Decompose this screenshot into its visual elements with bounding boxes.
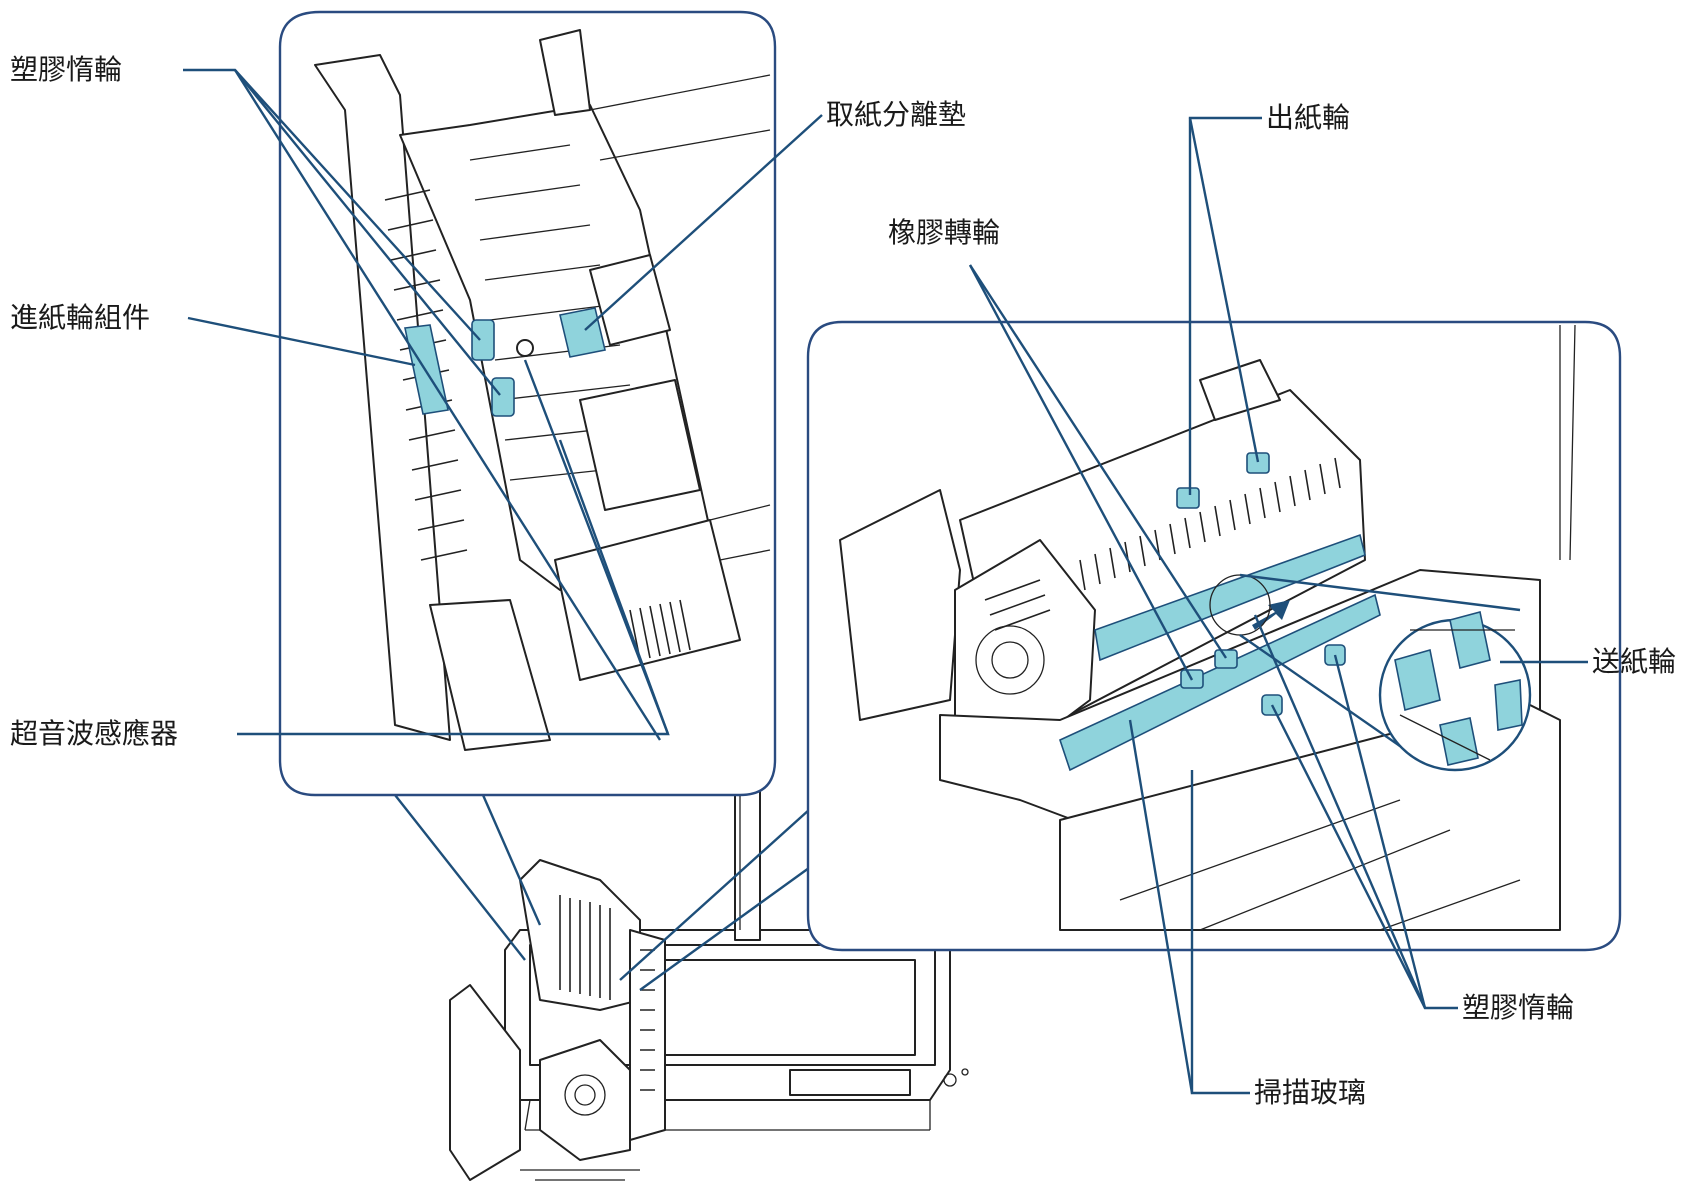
glass-upper [1094,533,1366,662]
label-pick-roller-assembly: 進紙輪組件 [10,301,151,334]
glass-lower [1059,593,1381,772]
label-pad-assembly: 取紙分離墊 [826,98,967,131]
label-feed-roller: 送紙輪 [1592,645,1677,678]
pad-part [559,307,606,358]
label-exit-roller: 出紙輪 [1266,101,1351,134]
label-plastic-idler-top: 塑膠惰輪 [10,53,123,86]
callout-connectors [394,794,821,991]
label-plastic-idler-bottom: 塑膠惰輪 [1462,991,1575,1024]
right-callout [806,320,1622,952]
left-callout [278,10,777,797]
pick-roller-part [404,324,449,415]
label-glass: 掃描玻璃 [1254,1076,1367,1109]
leader-lines [183,68,1588,1095]
exit-roller-part-2 [1246,452,1270,474]
exit-roller-part-1 [1176,487,1200,509]
label-rubber-roller: 橡膠轉輪 [888,216,1001,249]
rubber-roller-part-2 [1214,649,1238,669]
idler-part-2 [491,377,515,417]
idler-part-1 [471,319,495,361]
label-ultrasonic-sensor: 超音波感應器 [10,717,179,750]
adf-unit-open [449,859,666,1181]
